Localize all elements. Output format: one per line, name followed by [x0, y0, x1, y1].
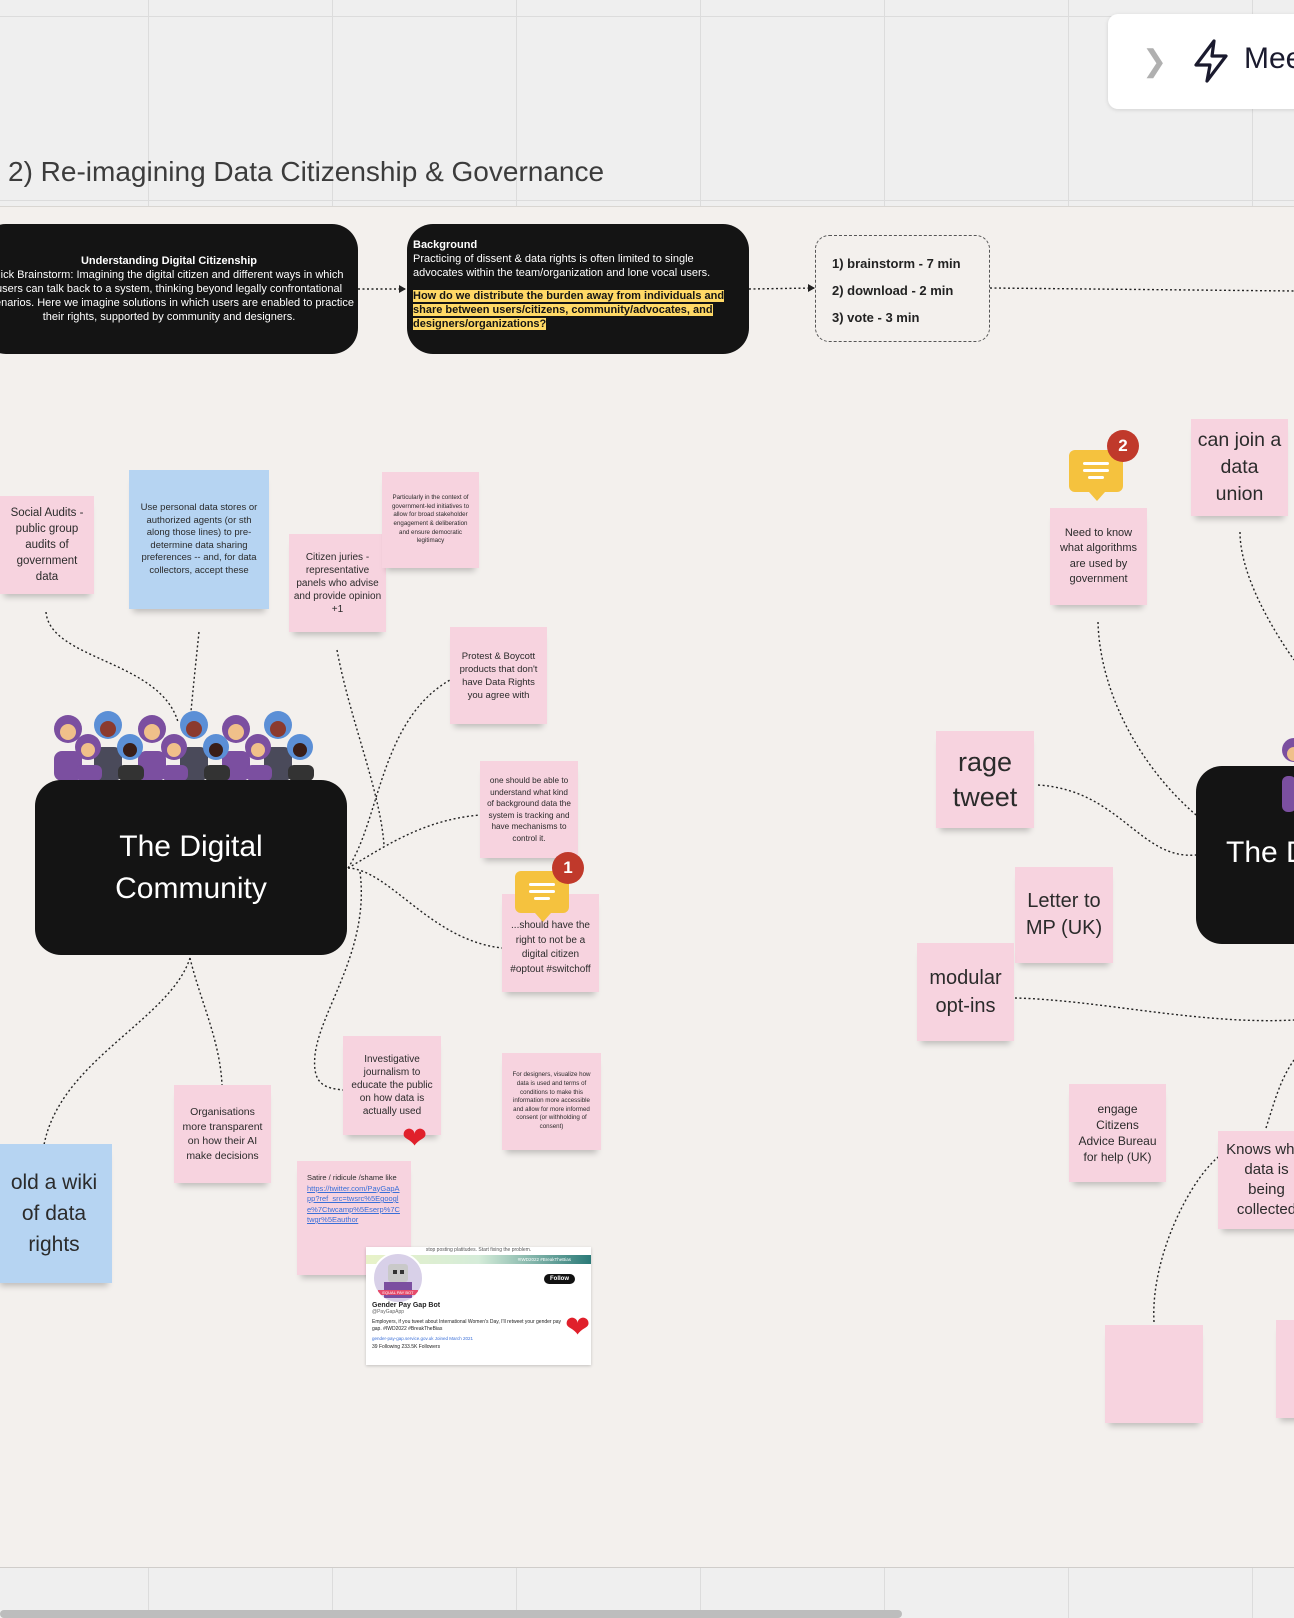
sticky-note-protest[interactable]: Protest & Boycott products that don't ha…	[450, 627, 547, 724]
people-group-icon	[54, 711, 314, 781]
right-block[interactable]: The D	[1196, 766, 1294, 944]
note-text: Knows what data is being collected	[1226, 1141, 1294, 1218]
chevron-right-icon[interactable]: ❯	[1142, 45, 1168, 78]
understanding-info-block[interactable]: Understanding Digital Citizenship uick B…	[0, 224, 358, 354]
sticky-note-understand[interactable]: one should be able to understand what ki…	[480, 761, 578, 858]
sticky-note-rage-tweet[interactable]: rage tweet	[936, 731, 1034, 828]
toolbar-label[interactable]: Mee	[1244, 42, 1294, 75]
step-item: 1) brainstorm - 7 min	[832, 256, 961, 271]
sticky-note-wiki[interactable]: old a wiki of data rights	[0, 1144, 112, 1283]
tweet-avatar: EQUAL PAY BOT	[372, 1252, 424, 1304]
note-text: Need to know what algorithms are used by…	[1059, 526, 1138, 586]
understanding-heading: Understanding Digital Citizenship	[80, 255, 257, 267]
person-icon	[1282, 738, 1294, 812]
sticky-note-social-audits[interactable]: Social Audits - public group audits of g…	[0, 496, 94, 594]
note-text: Organisations more transparent on how th…	[182, 1106, 263, 1162]
sticky-note-algorithms[interactable]: Need to know what algorithms are used by…	[1050, 508, 1147, 605]
note-text: modular opt-ins	[929, 967, 1002, 1017]
block-title: The D	[1226, 836, 1294, 869]
block-title: The Digital Community	[115, 829, 267, 905]
note-text: Protest & Boycott products that don't ha…	[459, 650, 538, 701]
sticky-note-modular[interactable]: modular opt-ins	[917, 943, 1014, 1041]
note-text: Use personal data stores or authorized a…	[140, 502, 258, 576]
steps-box[interactable]: 1) brainstorm - 7 min 2) download - 2 mi…	[815, 235, 990, 342]
understanding-body: uick Brainstorm: Imagining the digital c…	[0, 269, 354, 323]
heart-reaction-icon[interactable]: ❤	[402, 1122, 428, 1155]
note-text: one should be able to understand what ki…	[487, 776, 571, 843]
sticky-note-journalism[interactable]: Investigative journalism to educate the …	[343, 1036, 441, 1135]
tweet-meta: gender-pay-gap.service.gov.uk Joined Mar…	[372, 1336, 473, 1341]
lightning-bolt-icon[interactable]	[1190, 38, 1232, 84]
tweet-banner: #IWD2022 #BreakTheBias	[366, 1255, 591, 1264]
note-text: engage Citizens Advice Bureau for help (…	[1078, 1102, 1157, 1164]
follow-button[interactable]: Follow	[544, 1274, 575, 1284]
sticky-note-gov-context[interactable]: Particularly in the context of governmen…	[382, 472, 479, 568]
note-text: can join a data union	[1197, 429, 1282, 505]
background-info-block[interactable]: Background Practicing of dissent & data …	[407, 224, 749, 354]
tweet-handle: @PayGapApp	[372, 1309, 405, 1315]
note-text: Letter to MP (UK)	[1025, 890, 1103, 939]
satire-link[interactable]: https://twitter.com/PayGapApp?ref_src=tw…	[307, 1183, 400, 1225]
note-text: old a wiki of data rights	[10, 1171, 98, 1256]
sticky-note-empty[interactable]	[1105, 1325, 1203, 1423]
background-heading: Background	[413, 239, 478, 251]
sticky-note-knows[interactable]: Knows what data is being collected	[1218, 1131, 1294, 1229]
sticky-note-letter-mp[interactable]: Letter to MP (UK)	[1015, 867, 1113, 963]
note-text: rage tweet	[952, 746, 1018, 812]
meeting-toolbar[interactable]: ❯ Mee	[1108, 14, 1294, 109]
horizontal-scrollbar[interactable]	[0, 1610, 902, 1618]
sticky-note-designers[interactable]: For designers, visualize how data is use…	[502, 1053, 601, 1150]
heart-reaction-icon[interactable]: ❤	[565, 1311, 591, 1344]
tweet-name: Gender Pay Gap Bot	[372, 1302, 441, 1309]
step-item: 3) vote - 3 min	[832, 310, 920, 325]
sticky-note-cab[interactable]: engage Citizens Advice Bureau for help (…	[1069, 1084, 1166, 1182]
step-item: 2) download - 2 min	[832, 283, 954, 298]
tweet-stats: 39 Following 233.5K Followers	[372, 1344, 441, 1350]
note-text: Satire / ridicule /shame like	[307, 1173, 397, 1182]
avatar-caption: EQUAL PAY BOT	[378, 1290, 418, 1295]
comment-count-badge[interactable]: 2	[1107, 430, 1139, 462]
note-text: Investigative journalism to educate the …	[351, 1054, 433, 1117]
sticky-note-empty[interactable]	[1276, 1320, 1294, 1418]
tweet-top-text: stop posting platitudes. Start fixing th…	[425, 1247, 532, 1253]
tweet-screenshot[interactable]: stop posting platitudes. Start fixing th…	[366, 1247, 591, 1365]
note-text: Citizen juries - representative panels w…	[293, 551, 382, 615]
sticky-note-citizen-juries[interactable]: Citizen juries - representative panels w…	[289, 534, 386, 632]
tweet-bio: Employers, if you tweet about Internatio…	[372, 1319, 562, 1332]
note-text: For designers, visualize how data is use…	[512, 1071, 591, 1130]
background-question: How do we distribute the burden away fro…	[413, 290, 725, 330]
frame-title[interactable]: 2) Re-imagining Data Citizenship & Gover…	[8, 156, 605, 187]
sticky-note-data-union[interactable]: can join a data union	[1191, 419, 1288, 516]
note-text: ...should have the right to not be a dig…	[510, 920, 591, 975]
sticky-note-personal-data[interactable]: Use personal data stores or authorized a…	[129, 470, 269, 609]
comment-count-badge[interactable]: 1	[552, 852, 584, 884]
sticky-note-organisations[interactable]: Organisations more transparent on how th…	[174, 1085, 271, 1183]
digital-community-block[interactable]: The Digital Community	[35, 780, 347, 955]
note-text: Particularly in the context of governmen…	[391, 494, 470, 545]
background-body: Practicing of dissent & data rights is o…	[413, 253, 711, 279]
note-text: Social Audits - public group audits of g…	[10, 507, 84, 583]
